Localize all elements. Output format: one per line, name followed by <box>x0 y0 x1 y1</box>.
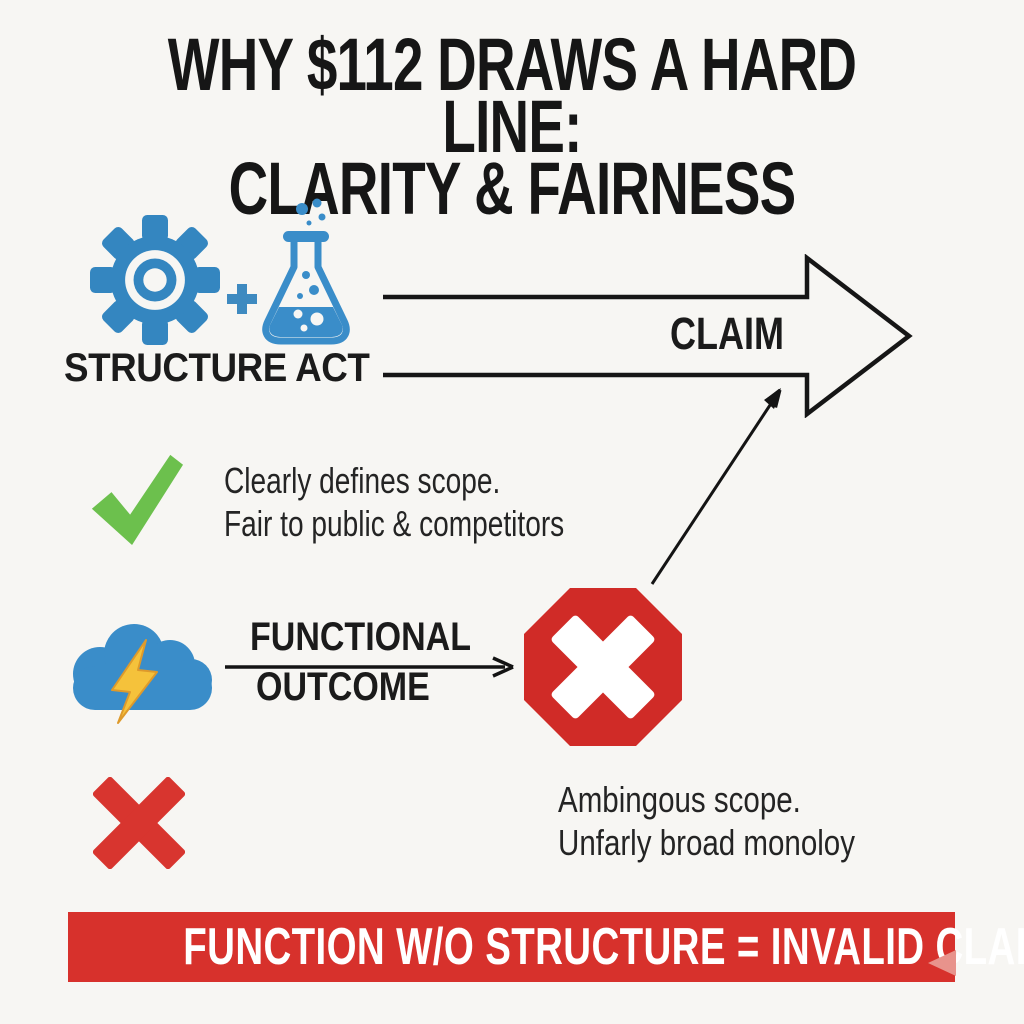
title-line-2: CLARITY & FAIRNESS <box>228 147 797 230</box>
banner-text: FUNCTION W/O STRUCTURE = INVALID CLAIM <box>183 918 1024 976</box>
bottom-banner: FUNCTION W/O STRUCTURE = INVALID CLAIM <box>68 912 1024 982</box>
red-cross-icon <box>93 777 185 869</box>
claim-label: CLAIM <box>670 308 784 359</box>
drawbacks-text: Ambingous scope. Unfarly broad monoloy <box>558 778 855 864</box>
benefits-line-1: Clearly defines scope. <box>224 460 501 501</box>
plus-icon <box>227 284 257 314</box>
checkmark-icon <box>91 454 184 546</box>
gear-icon <box>90 215 220 345</box>
structure-act-label: STRUCTURE ACT <box>64 346 370 390</box>
stop-octagon-x-icon <box>524 588 682 746</box>
outcome-label: OUTCOME <box>256 665 430 709</box>
functional-label: FUNCTIONAL <box>250 615 471 659</box>
title-line-1: WHY $112 DRAWS A HARD LINE: <box>167 23 857 168</box>
drawbacks-line-1: Ambingous scope. <box>558 779 801 820</box>
flask-icon <box>262 198 350 345</box>
drawbacks-line-2: Unfarly broad monoloy <box>558 822 855 863</box>
benefits-line-2: Fair to public & competitors <box>224 503 565 544</box>
benefits-text: Clearly defines scope. Fair to public & … <box>224 459 564 545</box>
page-title: WHY $112 DRAWS A HARD LINE: CLARITY & FA… <box>133 23 891 230</box>
banner-fold <box>928 950 956 976</box>
horizontal-arrow <box>225 656 514 678</box>
cloud-lightning-icon <box>73 624 212 724</box>
claim-arrow-shape <box>383 254 913 418</box>
diagonal-arrow <box>650 388 782 585</box>
